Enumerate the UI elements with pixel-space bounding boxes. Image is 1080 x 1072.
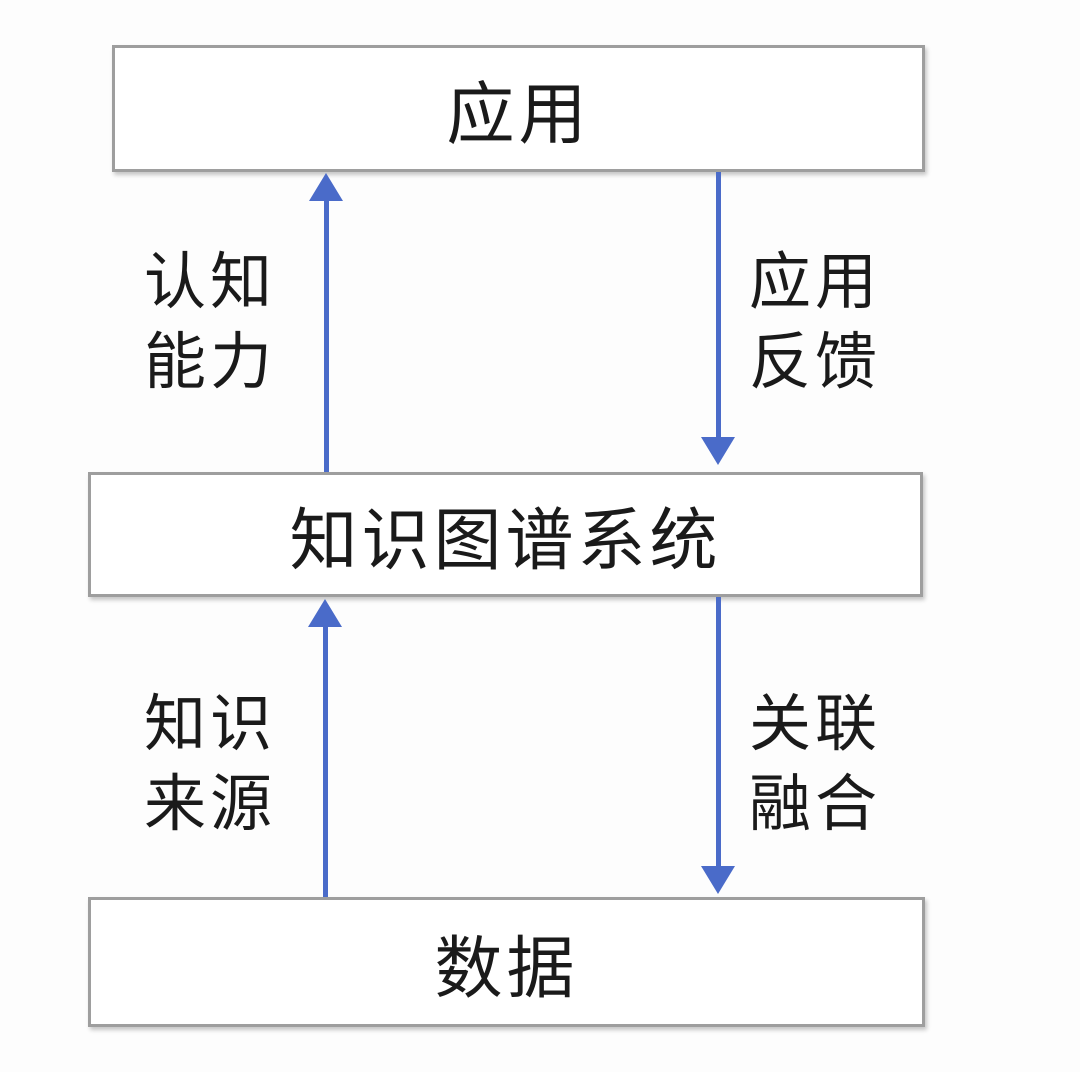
box-data: 数据 [88, 897, 925, 1027]
arrow-association-fusion-shaft [716, 597, 721, 868]
label-line: 关联 [748, 690, 881, 759]
label-cognitive-ability: 认知 能力 [80, 243, 340, 403]
arrowhead-down-icon [701, 866, 735, 894]
arrow-application-feedback-shaft [716, 172, 721, 440]
label-line: 来源 [143, 770, 276, 839]
arrowhead-up-icon [308, 599, 342, 627]
arrowhead-down-icon [701, 437, 735, 465]
arrow-cognitive-ability-shaft [324, 198, 329, 472]
label-line: 融合 [748, 770, 881, 839]
arrow-knowledge-source-shaft [323, 624, 328, 897]
label-application-feedback: 应用 反馈 [685, 243, 945, 403]
label-line: 知识 [143, 690, 276, 759]
label-knowledge-source: 知识 来源 [80, 685, 340, 845]
label-line: 认知 [143, 248, 276, 317]
label-line: 应用 [748, 248, 881, 317]
arrowhead-up-icon [309, 173, 343, 201]
label-line: 反馈 [748, 328, 881, 397]
box-knowledge-graph-system: 知识图谱系统 [88, 472, 923, 597]
box-application: 应用 [112, 45, 925, 172]
label-association-fusion: 关联 融合 [685, 685, 945, 845]
label-line: 能力 [143, 328, 276, 397]
